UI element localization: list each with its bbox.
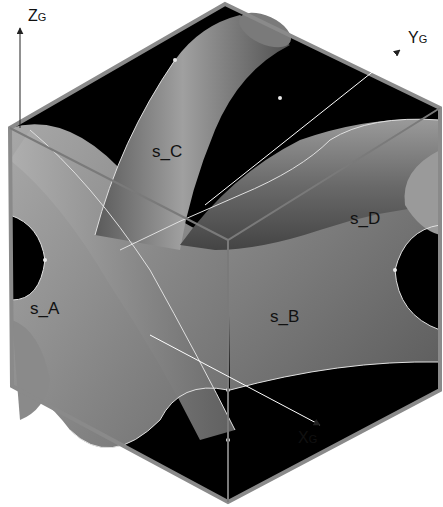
axis-label: ZG xyxy=(28,8,46,24)
axis-label: YG xyxy=(408,30,427,46)
surface-label: s_A xyxy=(30,300,59,317)
surface-label: s_D xyxy=(350,210,380,227)
axis-label: XG xyxy=(298,430,317,446)
surface-label: s_C xyxy=(152,143,182,160)
surface-label: s_B xyxy=(270,308,299,325)
